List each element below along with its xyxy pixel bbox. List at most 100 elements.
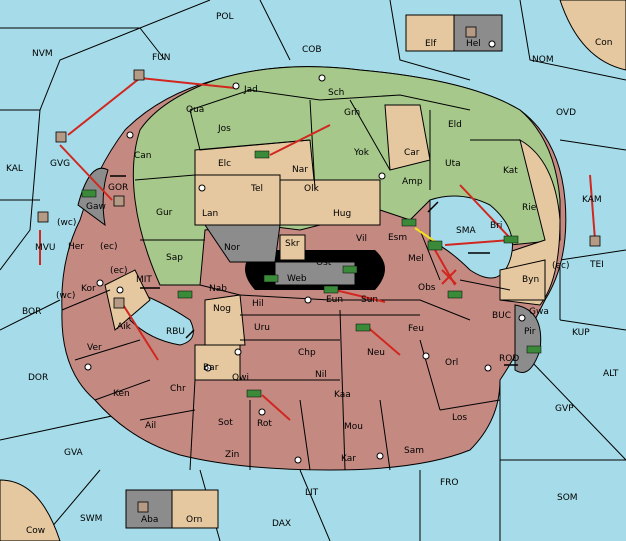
label-mvu: MVU xyxy=(35,243,56,253)
label-nab: Nab xyxy=(209,284,227,294)
label-gor: GOR xyxy=(108,183,128,193)
label-bri: Bri xyxy=(490,221,502,231)
label-sap: Sap xyxy=(166,253,183,263)
fleet-units xyxy=(37,26,601,513)
label-esm: Esm xyxy=(388,233,407,243)
label-kup: KUP xyxy=(572,328,590,338)
label-yok: Yok xyxy=(353,148,370,158)
label-sam: Sam xyxy=(404,446,424,456)
label-fun: FUN xyxy=(152,53,171,63)
label-nog: Nog xyxy=(213,304,231,314)
label-nom: NOM xyxy=(532,55,554,65)
label-obs: Obs xyxy=(418,283,436,293)
gray-regions xyxy=(77,167,542,373)
region-sma[interactable] xyxy=(429,195,513,279)
tan-regions xyxy=(104,104,546,381)
label-kaa: Kaa xyxy=(334,390,351,400)
label-gvg: GVG xyxy=(50,159,70,169)
label-alt: ALT xyxy=(603,369,619,379)
label-olk: Olk xyxy=(304,184,320,194)
label-gva: GVA xyxy=(64,448,84,458)
label-sma: SMA xyxy=(456,226,476,236)
label-pol: POL xyxy=(216,12,234,22)
label-eld: Eld xyxy=(448,120,462,130)
label-rot: Rot xyxy=(257,419,272,429)
label-web: Web xyxy=(287,274,307,284)
label-pir: Pir xyxy=(524,327,536,337)
label-neu: Neu xyxy=(367,348,385,358)
label-hel: Hel xyxy=(466,39,481,49)
connection-arrows xyxy=(110,175,518,366)
label-mit: MIT xyxy=(136,275,152,285)
label-hug: Hug xyxy=(333,209,351,219)
label-qua: Qua xyxy=(186,105,204,115)
sea-labels: POL NVM FUN COB NOM OVD KAL KAM SMA MIT … xyxy=(6,12,619,536)
label-mel: Mel xyxy=(408,254,424,264)
label-gur: Gur xyxy=(156,208,173,218)
label-ec-byn: (ec) xyxy=(552,261,570,271)
label-aik: Aik xyxy=(117,322,132,332)
label-ost: Ost xyxy=(316,258,332,268)
label-mou: Mou xyxy=(344,422,363,432)
label-jos: Jos xyxy=(217,124,231,134)
label-ken: Ken xyxy=(113,389,130,399)
label-tei: TEI xyxy=(589,260,604,270)
label-cob: COB xyxy=(302,45,322,55)
label-kal: KAL xyxy=(6,164,23,174)
label-dax: DAX xyxy=(272,519,291,529)
label-tel: Tel xyxy=(250,184,263,194)
label-kat: Kat xyxy=(503,166,518,176)
label-vil: Vil xyxy=(356,234,367,244)
label-rbu: RBU xyxy=(166,327,185,337)
label-elf: Elf xyxy=(425,39,437,49)
label-lan: Lan xyxy=(202,209,218,219)
label-ec-kor: (ec) xyxy=(110,266,128,276)
label-uta: Uta xyxy=(445,159,461,169)
label-kor: Kor xyxy=(81,284,96,294)
label-lit: LIT xyxy=(305,488,319,498)
region-orn[interactable] xyxy=(171,489,219,529)
label-nvm: NVM xyxy=(32,49,53,59)
region-elf[interactable] xyxy=(405,14,455,52)
label-orl: Orl xyxy=(445,358,458,368)
label-wc-kor: (wc) xyxy=(56,291,75,301)
supply-centers xyxy=(84,40,526,464)
label-nor: Nor xyxy=(224,243,240,253)
label-jad: Jad xyxy=(243,85,258,95)
label-eun: Eun xyxy=(326,295,343,305)
failed-order-x xyxy=(441,269,457,285)
internal-borders xyxy=(61,89,520,471)
label-chr: Chr xyxy=(170,384,186,394)
label-buc: BUC xyxy=(492,311,511,321)
label-nil: Nil xyxy=(315,370,327,380)
label-chp: Chp xyxy=(298,348,316,358)
label-bor: BOR xyxy=(22,307,41,317)
label-nar: Nar xyxy=(292,165,308,175)
label-sch: Sch xyxy=(328,88,344,98)
label-som: SOM xyxy=(557,493,578,503)
label-zin: Zin xyxy=(225,450,239,460)
label-kam: KAM xyxy=(582,195,602,205)
label-gwa: Gwa xyxy=(529,307,549,317)
label-aba: Aba xyxy=(141,515,158,525)
label-amp: Amp xyxy=(402,177,423,187)
label-los: Los xyxy=(452,413,467,423)
label-grh: Grh xyxy=(344,108,360,118)
label-fro: FRO xyxy=(440,478,459,488)
label-skr: Skr xyxy=(285,239,300,249)
label-sot: Sot xyxy=(218,418,233,428)
label-dor: DOR xyxy=(28,373,48,383)
label-cow: Cow xyxy=(26,526,45,536)
label-car: Car xyxy=(404,148,420,158)
label-swm: SWM xyxy=(80,514,102,524)
label-sun: Sun xyxy=(361,295,378,305)
label-ail: Ail xyxy=(145,421,156,431)
label-can: Can xyxy=(134,151,152,161)
label-ovd: OVD xyxy=(556,108,576,118)
label-rod: ROD xyxy=(499,354,519,364)
label-hil: Hil xyxy=(252,299,264,309)
label-con: Con xyxy=(595,38,613,48)
label-byn: Byn xyxy=(522,275,539,285)
label-qwi: Qwi xyxy=(232,373,249,383)
